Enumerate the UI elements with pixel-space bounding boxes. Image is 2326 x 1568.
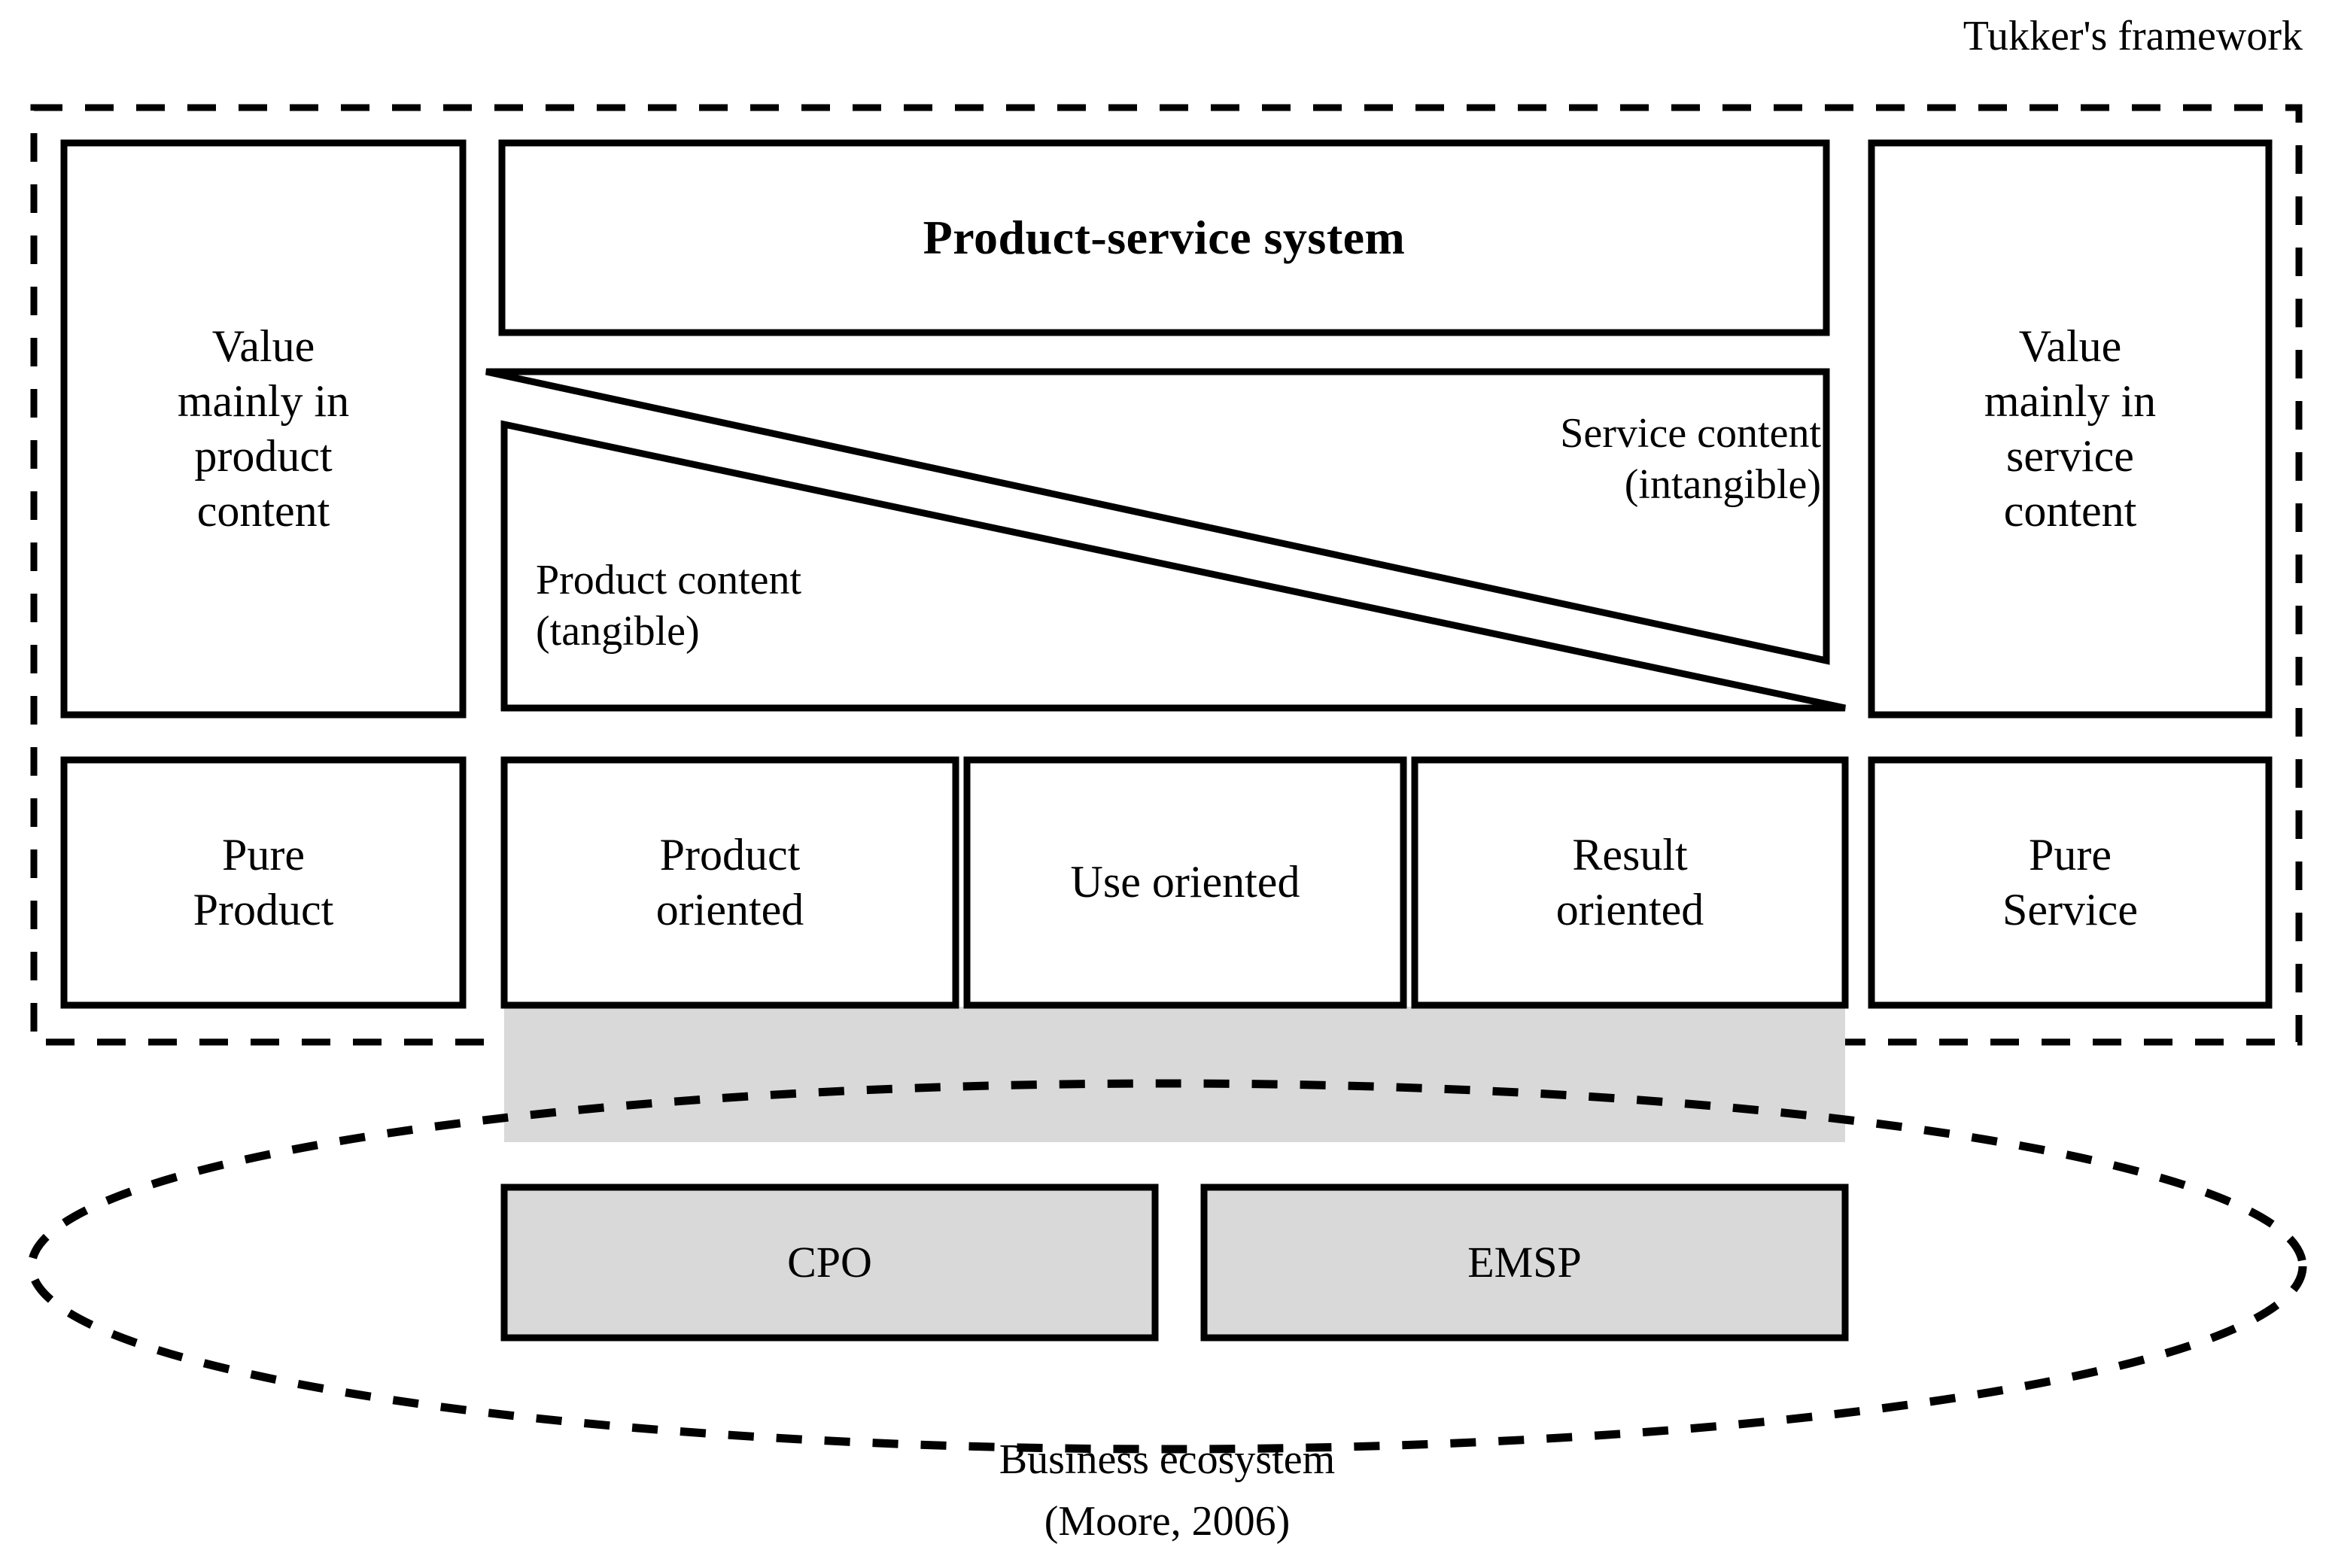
cpo-box [500, 1184, 1159, 1342]
product-content-label: Product content (tangible) [536, 556, 802, 655]
tukker-framework-label: Tukker's framework [1963, 12, 2303, 59]
service-content-wedge [485, 368, 1830, 665]
product-content-wedge [500, 420, 1846, 712]
business-ecosystem-ellipse [27, 1079, 2307, 1454]
cpo-label: CPO [787, 1237, 872, 1287]
value-in-product-label: Value mainly in product content [177, 321, 350, 536]
business-ecosystem-caption-line1: Business ecosystem [999, 1436, 1336, 1483]
use-oriented-box [963, 756, 1407, 1009]
product-service-system-title: Product-service system [923, 210, 1406, 264]
pure-service-box [1868, 756, 2273, 1009]
product-oriented-label: Product oriented [655, 829, 804, 934]
emsp-box [1200, 1184, 1849, 1342]
business-ecosystem-caption-line2: (Moore, 2006) [1044, 1497, 1291, 1545]
tukker-framework-boundary [30, 104, 2303, 1046]
product-service-system-box [498, 139, 1830, 336]
emsp-label: EMSP [1467, 1237, 1582, 1287]
pure-product-label: Pure Product [193, 829, 334, 934]
use-oriented-label: Use oriented [1070, 857, 1300, 907]
value-in-product-box [60, 139, 467, 719]
pure-product-box [60, 756, 467, 1009]
result-oriented-box [1411, 756, 1849, 1009]
value-in-service-label: Value mainly in service content [1984, 321, 2157, 536]
ecosystem-overlap-band [504, 1007, 1845, 1142]
product-oriented-box [500, 756, 959, 1009]
pure-service-label: Pure Service [2002, 829, 2138, 934]
result-oriented-label: Result oriented [1555, 829, 1704, 934]
service-content-label: Service content (intangible) [1560, 409, 1821, 508]
value-in-service-box [1868, 139, 2273, 719]
